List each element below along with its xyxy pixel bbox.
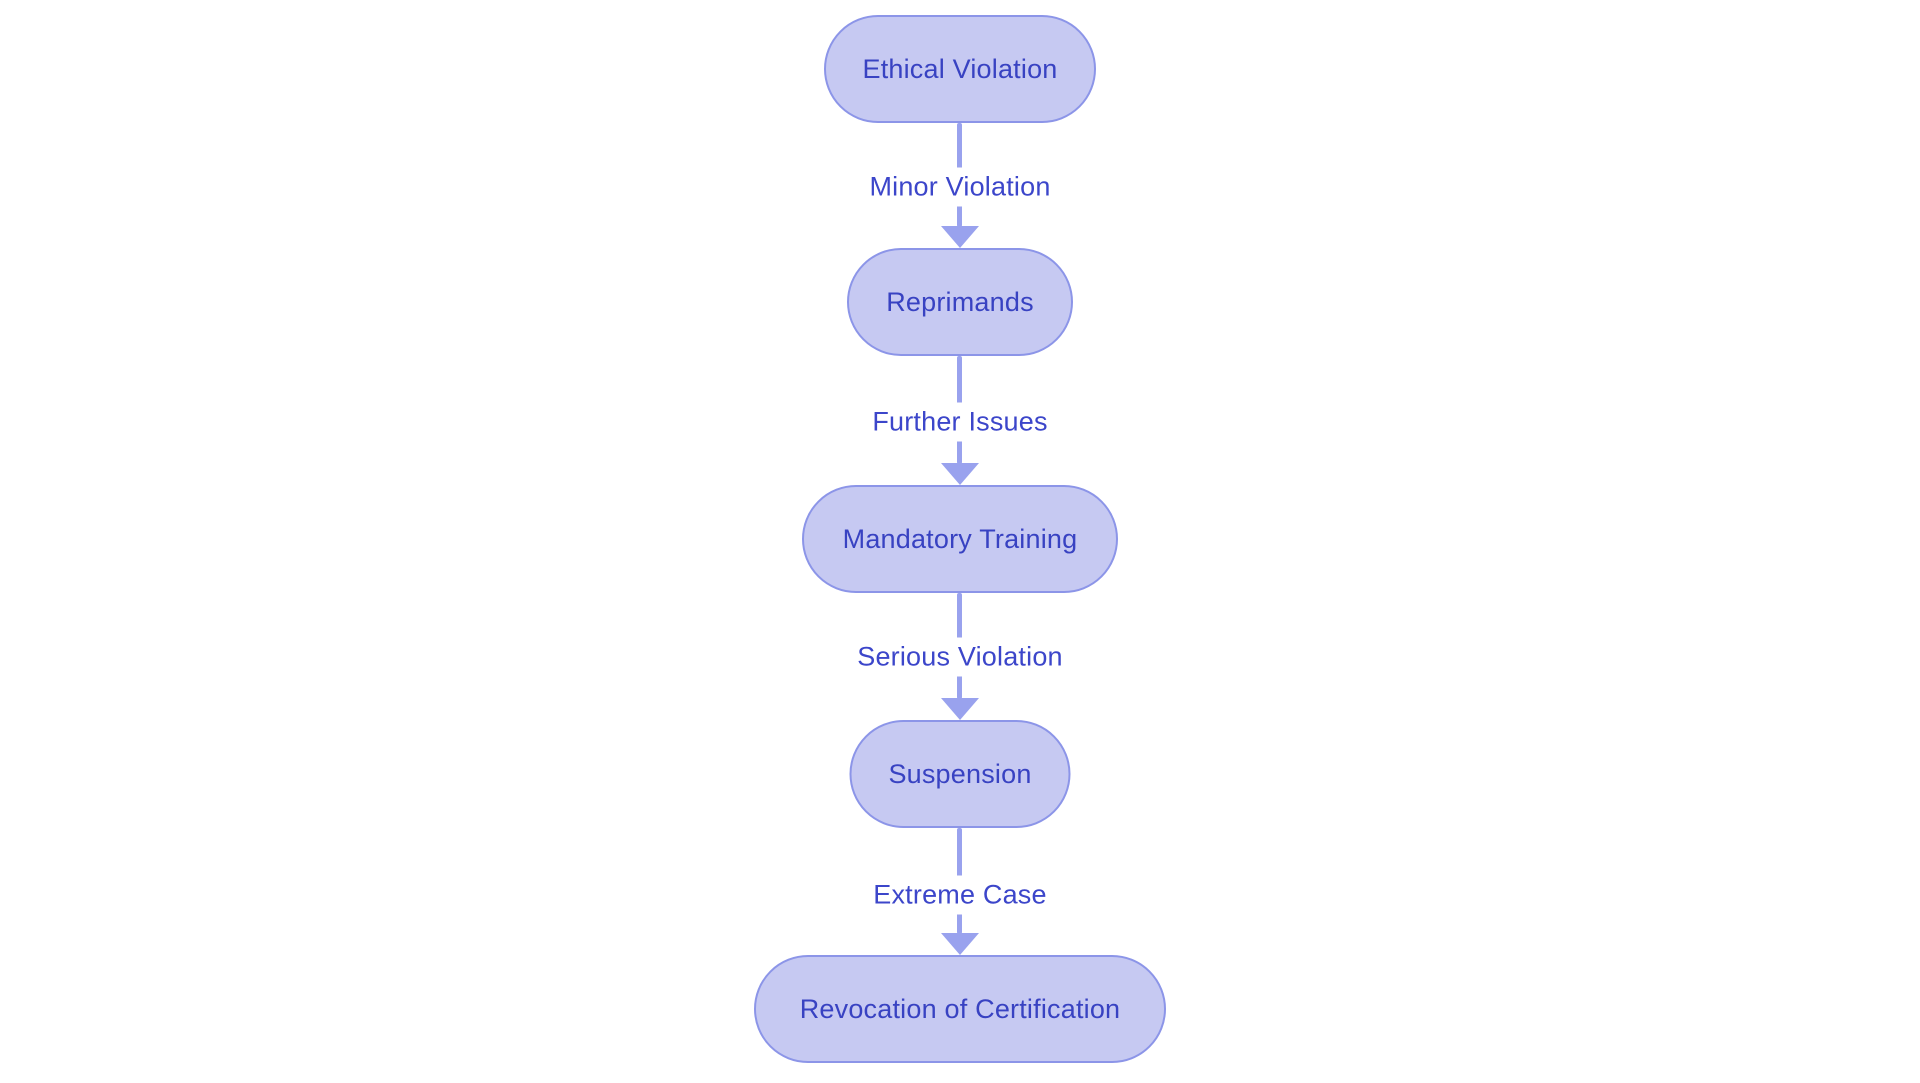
edge-label-extreme-case: Extreme Case: [863, 875, 1057, 915]
arrowhead-down-icon: [941, 933, 979, 955]
node-label: Ethical Violation: [862, 53, 1058, 84]
node-revocation-of-certification: Revocation of Certification: [754, 955, 1166, 1063]
node-suspension: Suspension: [849, 720, 1071, 828]
node-label: Suspension: [888, 758, 1032, 789]
edge-label-further-issues: Further Issues: [862, 402, 1058, 442]
arrowhead-down-icon: [941, 463, 979, 485]
edge-label-serious-violation: Serious Violation: [847, 637, 1073, 677]
arrowhead-down-icon: [941, 226, 979, 248]
node-label: Reprimands: [886, 286, 1034, 317]
node-mandatory-training: Mandatory Training: [802, 485, 1118, 593]
edge-label-minor-violation: Minor Violation: [859, 167, 1061, 207]
arrowhead-down-icon: [941, 698, 979, 720]
node-ethical-violation: Ethical Violation: [824, 15, 1096, 123]
node-label: Mandatory Training: [842, 523, 1078, 554]
node-label: Revocation of Certification: [799, 993, 1121, 1024]
node-reprimands: Reprimands: [847, 248, 1073, 356]
